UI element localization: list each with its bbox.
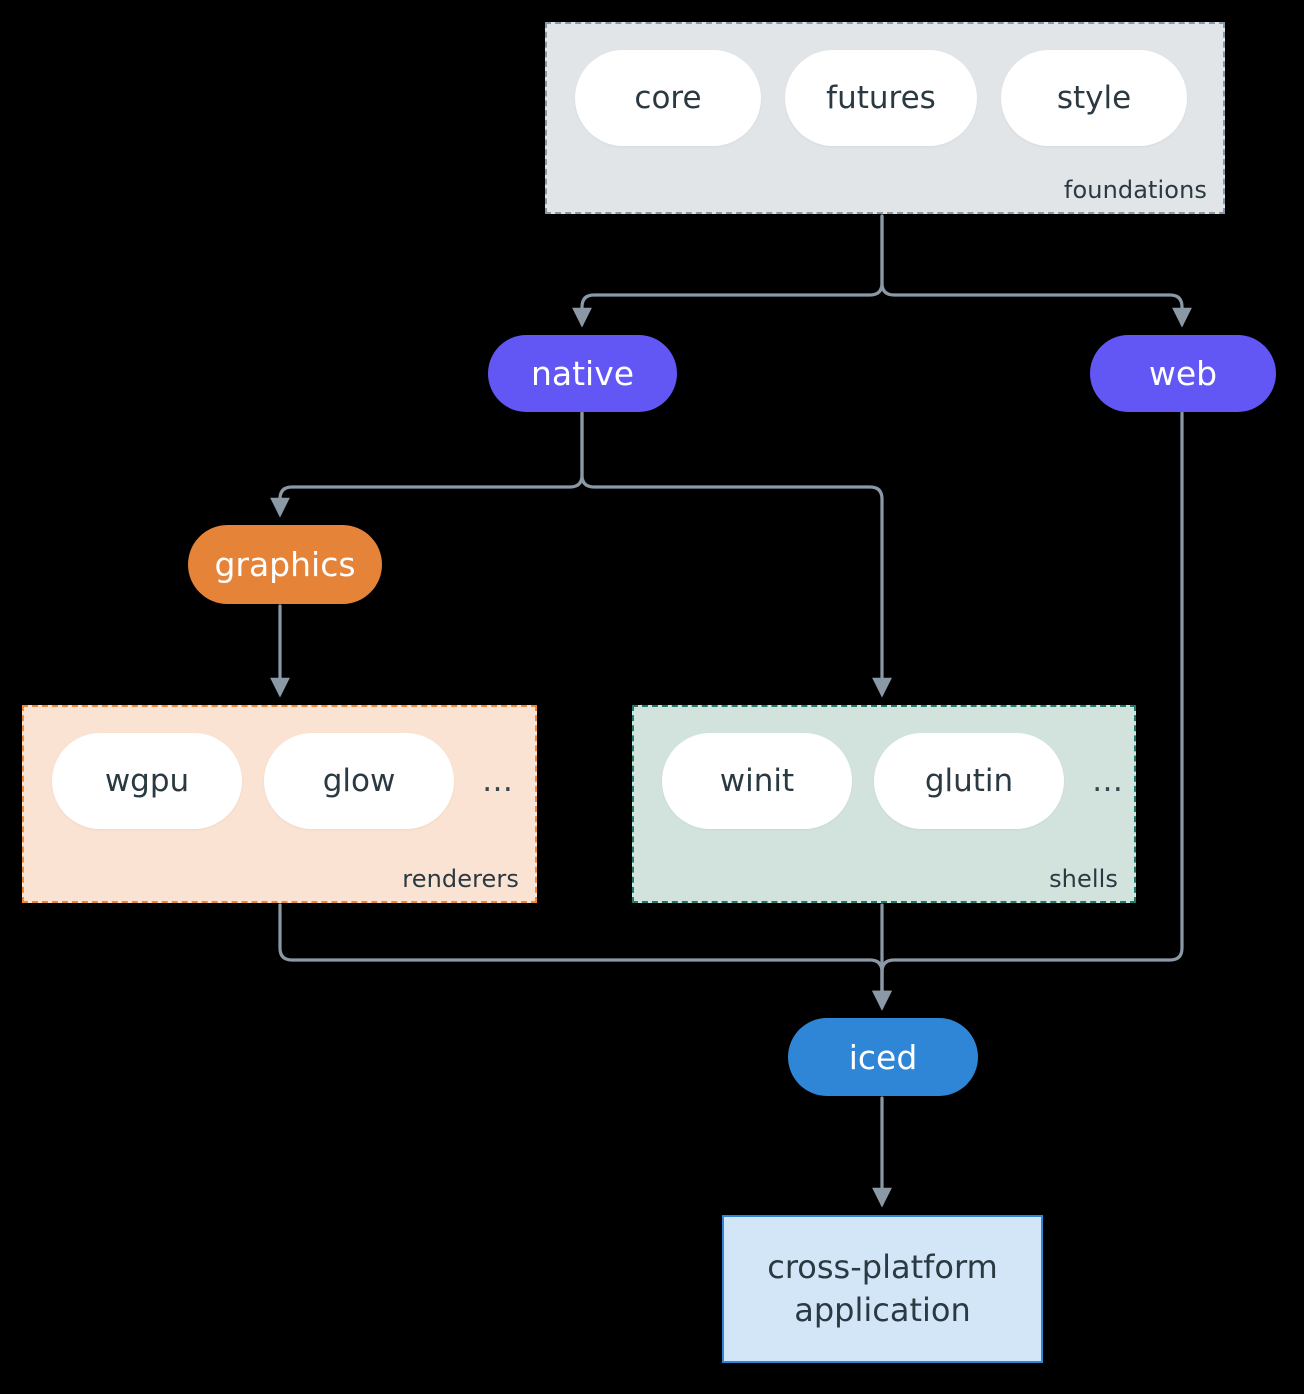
edge-native-shells <box>580 411 892 698</box>
edge-foundations-web <box>880 214 1192 328</box>
group-foundations[interactable]: core futures style foundations <box>545 22 1225 214</box>
node-native[interactable]: native <box>488 335 677 412</box>
group-label-shells: shells <box>1049 865 1118 893</box>
edge-native-graphics <box>270 411 584 518</box>
node-graphics[interactable]: graphics <box>188 525 382 604</box>
leaf-glutin[interactable]: glutin <box>874 733 1064 829</box>
shells-more-ellipsis: … <box>1092 763 1124 799</box>
leaf-style[interactable]: style <box>1001 50 1187 146</box>
leaf-core[interactable]: core <box>575 50 761 146</box>
renderers-items: wgpu glow … <box>52 733 520 829</box>
shells-items: winit glutin … <box>662 733 1130 829</box>
group-shells[interactable]: winit glutin … shells <box>632 705 1136 903</box>
leaf-winit[interactable]: winit <box>662 733 852 829</box>
group-renderers[interactable]: wgpu glow … renderers <box>22 705 537 903</box>
leaf-futures[interactable]: futures <box>785 50 977 146</box>
edge-renderers-iced <box>278 903 892 1011</box>
foundations-items: core futures style <box>575 50 1211 146</box>
node-web[interactable]: web <box>1090 335 1276 412</box>
application-line-2: application <box>794 1291 971 1329</box>
edge-foundations-native <box>572 214 884 328</box>
application-line-1: cross-platform <box>767 1247 998 1286</box>
group-label-renderers: renderers <box>402 865 519 893</box>
renderers-more-ellipsis: … <box>482 763 514 799</box>
group-label-foundations: foundations <box>1063 176 1207 204</box>
node-cross-platform-application[interactable]: cross-platform application <box>722 1215 1043 1363</box>
leaf-wgpu[interactable]: wgpu <box>52 733 242 829</box>
node-iced[interactable]: iced <box>788 1018 978 1096</box>
leaf-glow[interactable]: glow <box>264 733 454 829</box>
